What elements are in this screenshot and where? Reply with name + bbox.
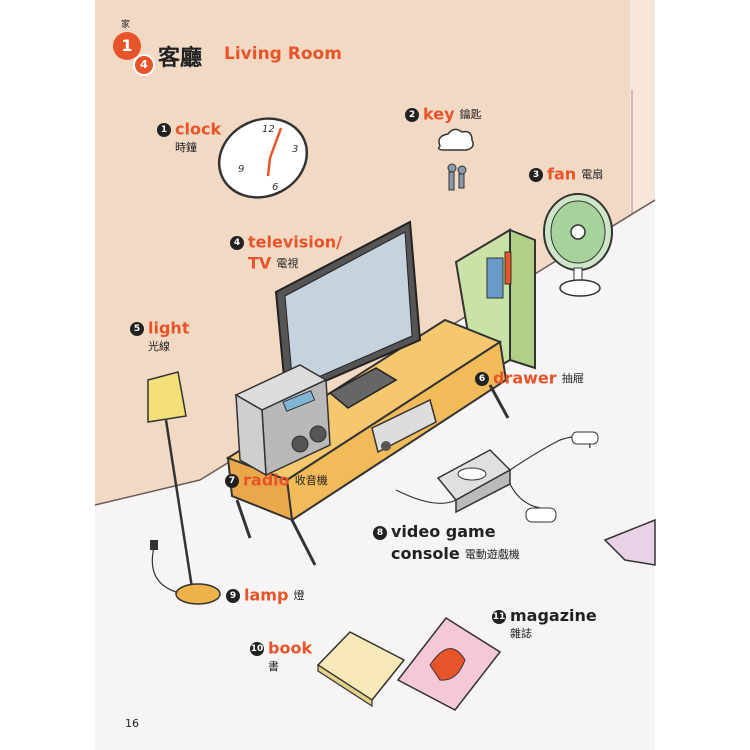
word-en: fan [547,164,577,184]
word-en: light [148,318,190,338]
book-illustration [316,631,406,708]
number-badge: 4 [230,235,244,250]
label-book: 10 book 書 [250,640,312,672]
clock-illustration: 12 3 6 9 [217,117,309,199]
clock-number-9: 9 [238,164,244,175]
clock-number-6: 6 [272,182,278,193]
number-badge: 11 [492,609,506,624]
fan-illustration [543,193,613,297]
chapter-tag: 家 [121,20,131,30]
number-badge: 3 [529,167,543,182]
magazine-illustration [396,617,502,711]
word-en: video game [391,522,496,541]
label-video-game-console: 8 video game console 電動遊戲機 [373,524,520,562]
number-badge: 6 [475,371,489,386]
key-illustration [437,128,474,191]
word-en: radio [243,470,290,490]
label-lamp: 9 lamp 燈 [226,587,305,604]
label-drawer: 6 drawer 抽屜 [475,370,584,387]
label-television: 4 television/ TV 電視 [230,234,342,271]
lamp-illustration [147,371,221,605]
word-en: clock [175,119,222,139]
word-zh: 電動遊戲機 [464,548,520,561]
label-light: 5 light 光線 [130,320,189,352]
clock-number-12: 12 [262,124,275,135]
clock-number-3: 3 [292,144,298,155]
word-en: lamp [244,585,289,605]
word-zh: 雜誌 [510,627,532,640]
label-fan: 3 fan 電扇 [529,166,603,183]
video-game-console-illustration [395,431,599,523]
television-illustration [274,220,422,409]
page-title-zh: 客廳 [158,46,203,71]
number-badge: 9 [226,588,240,603]
word-en: drawer [493,368,557,388]
label-radio: 7 radio 收音機 [225,472,328,489]
word-en: book [268,638,313,658]
word-zh: 抽屜 [561,372,584,385]
word-zh: 時鐘 [175,140,197,154]
word-zh: 收音機 [294,474,328,487]
word-en: magazine [510,606,597,625]
word-zh: 電扇 [581,168,604,181]
number-badge: 10 [250,641,264,656]
number-badge: 1 [157,122,171,137]
label-magazine: 11 magazine 雜誌 [492,608,597,639]
radio-illustration [234,364,331,477]
word-en: key [423,104,455,124]
lesson-badge: 4 [133,54,155,76]
side-wall [630,0,655,215]
rug [603,518,656,566]
word-en-2: TV [248,253,272,272]
word-zh: 燈 [293,589,305,602]
word-zh: 電視 [276,256,299,270]
number-badge: 8 [373,525,387,540]
page-title-en: Living Room [224,44,342,64]
number-badge: 5 [130,321,144,336]
word-en: television/ [248,232,342,252]
number-badge: 2 [405,107,419,122]
word-zh: 光線 [148,339,170,353]
page-number: 16 [125,717,139,730]
word-zh: 書 [268,659,279,673]
word-en-2: console [391,544,460,563]
receiver-illustration [371,398,437,454]
label-clock: 1 clock 時鐘 [157,121,221,153]
label-key: 2 key 鑰匙 [405,106,482,123]
number-badge: 7 [225,473,239,488]
word-zh: 鑰匙 [459,108,482,121]
